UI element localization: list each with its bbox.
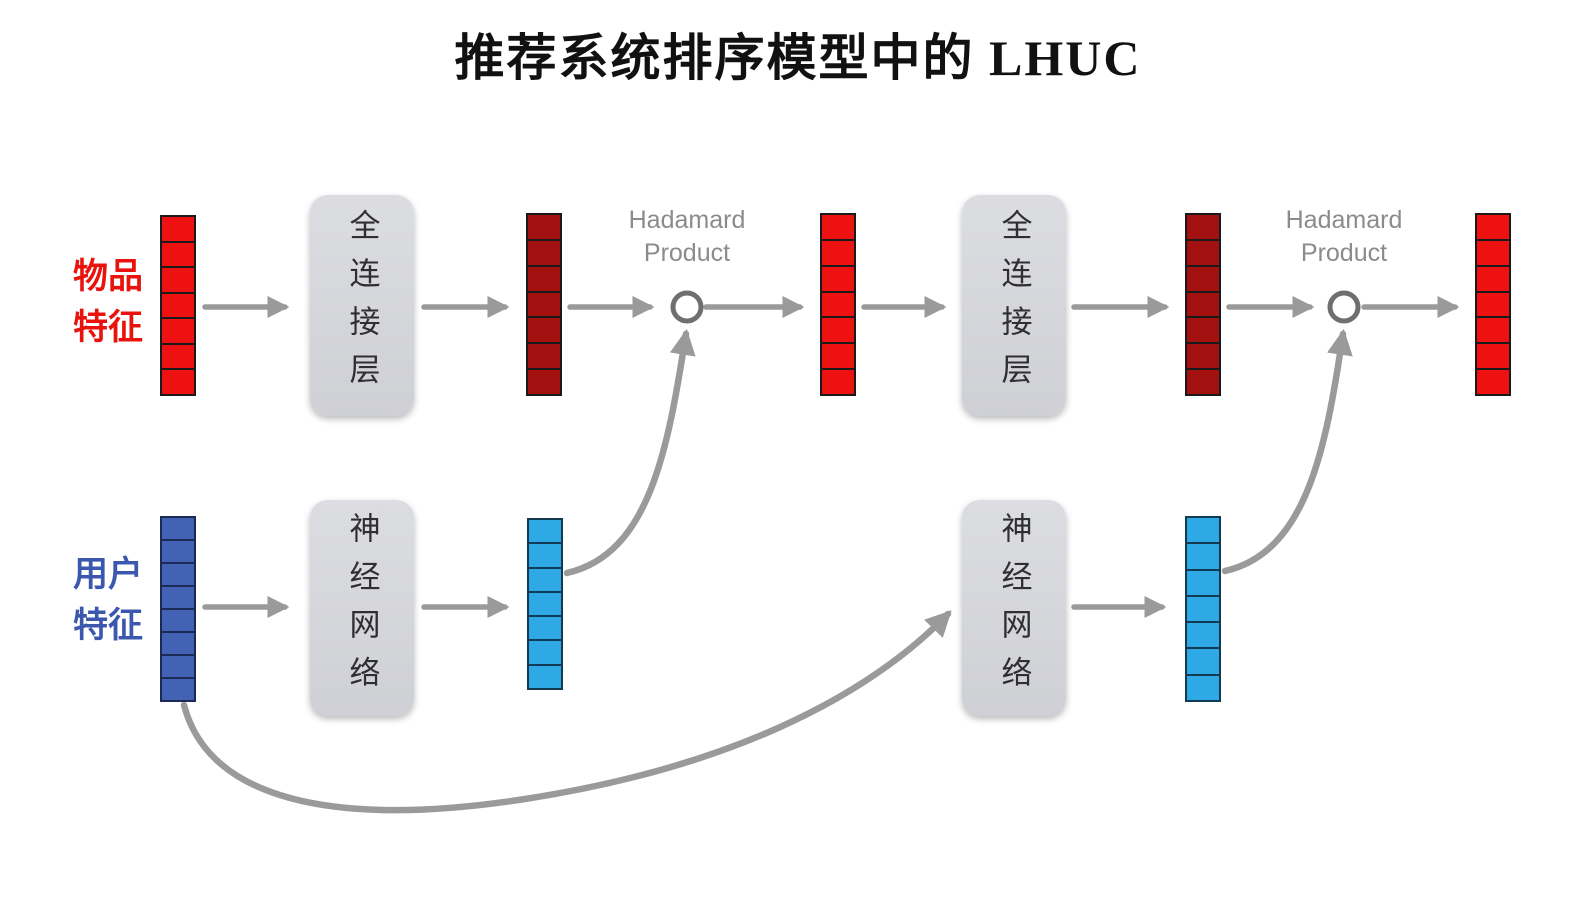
hadamard-label-2: Hadamard Product — [1249, 204, 1439, 269]
user-features-label: 用户 特征 — [58, 550, 158, 652]
fully-connected-layer-box-2: 全连接层 — [962, 195, 1066, 416]
fully-connected-layer-box-1: 全连接层 — [310, 195, 414, 416]
item-hidden-vector-2 — [1185, 213, 1221, 396]
arrow-user-input-to-nn2 — [180, 610, 952, 814]
item-product-vector-1 — [820, 213, 856, 396]
item-features-label-line1: 物品 — [72, 257, 143, 296]
arrow-user-vector1-to-hadamard1 — [563, 328, 696, 577]
hadamard-label-1-line1: Hadamard — [628, 206, 746, 234]
user-features-label-line2: 特征 — [72, 605, 143, 645]
hadamard-label-2-line1: Hadamard — [1285, 206, 1403, 234]
hadamard-product-node-2 — [1327, 290, 1361, 324]
arrow-user-vector2-to-hadamard2 — [1221, 328, 1353, 575]
user-features-label-line1: 用户 — [72, 555, 143, 594]
user-hidden-vector-1 — [527, 518, 563, 690]
item-input-vector — [160, 215, 196, 396]
item-features-label: 物品 特征 — [58, 252, 158, 354]
neural-network-label-2: 神经网络 — [996, 511, 1032, 705]
neural-network-label-1: 神经网络 — [344, 511, 380, 705]
hadamard-label-1-line2: Product — [643, 238, 731, 267]
fully-connected-layer-label-1: 全连接层 — [344, 209, 380, 402]
neural-network-box-2: 神经网络 — [962, 500, 1066, 716]
user-input-vector — [160, 516, 196, 702]
hadamard-label-2-line2: Product — [1300, 238, 1388, 267]
fully-connected-layer-label-2: 全连接层 — [996, 209, 1032, 402]
item-hidden-vector-1 — [526, 213, 562, 396]
user-hidden-vector-2 — [1185, 516, 1221, 702]
hadamard-label-1: Hadamard Product — [592, 204, 782, 269]
diagram-title: 推荐系统排序模型中的 LHUC — [454, 30, 1142, 86]
item-features-label-line2: 特征 — [72, 307, 143, 347]
neural-network-box-1: 神经网络 — [310, 500, 414, 716]
hadamard-product-node-1 — [670, 290, 704, 324]
output-vector — [1475, 213, 1511, 396]
